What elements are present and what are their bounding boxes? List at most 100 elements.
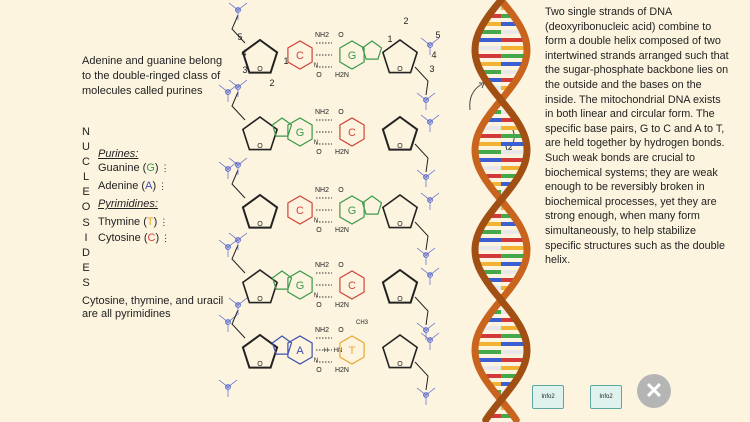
helix-base-rung xyxy=(477,134,501,138)
sugar-oxygen-label: O xyxy=(397,143,403,150)
helix-base-rung xyxy=(501,86,511,90)
phosphate-bonds xyxy=(228,232,248,250)
phosphate-bonds xyxy=(228,157,248,175)
helix-base-rung xyxy=(491,286,501,290)
base-ring xyxy=(287,335,313,365)
helix-base-rung xyxy=(479,30,501,34)
guanine-key: Guanine (G)⋮ xyxy=(98,162,170,174)
helix-base-rung xyxy=(485,278,501,282)
info-button-2[interactable]: Info2 xyxy=(590,385,622,409)
ring-five xyxy=(361,195,383,215)
ring-number: 1 xyxy=(387,34,392,44)
phosphate-bonds xyxy=(420,332,440,350)
helix-base-rung xyxy=(491,310,501,314)
purines-description: Adenine and guanine belong to the double… xyxy=(82,55,223,97)
ring-number: 4 xyxy=(431,50,436,60)
sugar-oxygen-label: O xyxy=(257,66,263,73)
sugar-oxygen-label: O xyxy=(257,221,263,228)
helix-base-rung xyxy=(479,366,501,370)
nh2-label: NH2 xyxy=(315,32,329,39)
nh2-label: NH2 xyxy=(315,109,329,116)
oxygen-label: O xyxy=(316,302,322,309)
helix-base-rung xyxy=(501,150,527,154)
helix-base-rung xyxy=(476,38,501,42)
pyrimidines-heading: Pyrimidines: xyxy=(98,198,158,210)
ring-five xyxy=(271,117,293,137)
info-button-1[interactable]: Info2 xyxy=(532,385,564,409)
nucleosides-letter: S xyxy=(82,216,90,229)
phosphate-bonds xyxy=(218,379,238,397)
nitrogen-label: N xyxy=(314,218,318,224)
helix-base-rung xyxy=(479,230,501,234)
thymine-symbol: T xyxy=(146,216,154,228)
ring-five xyxy=(241,269,279,304)
h2n-label: H2N xyxy=(335,227,349,234)
base-ring xyxy=(339,335,365,365)
oxygen-label: O xyxy=(316,149,322,156)
helix-base-rung xyxy=(501,126,521,130)
nucleosides-letter: L xyxy=(82,171,90,184)
sugar-oxygen-label: O xyxy=(397,296,403,303)
sugar-oxygen-label: O xyxy=(397,66,403,73)
base-letter: G xyxy=(296,127,305,139)
double-helix-illustration xyxy=(469,0,531,422)
helix-base-rung xyxy=(501,222,519,226)
helix-base-rung xyxy=(477,62,501,66)
cytosine-symbol: C xyxy=(147,232,156,244)
helix-base-rung xyxy=(477,334,501,338)
dna-base-pair-structure: PPCNH2OOH2NNGPPOOPPGNH2OOH2NNCPPOOPPCNH2… xyxy=(218,2,441,405)
thymine-key: Thymine (T)⋮ xyxy=(98,216,168,228)
ring-five xyxy=(381,115,419,151)
helix-base-rung xyxy=(481,326,501,330)
close-button[interactable]: ✕ xyxy=(637,374,671,408)
nucleosides-letter: E xyxy=(82,261,90,274)
helix-base-rung xyxy=(491,86,501,90)
ring-five xyxy=(381,334,419,369)
helix-base-rung xyxy=(483,374,501,378)
backbone-left xyxy=(231,14,246,44)
backbone-left xyxy=(231,91,246,121)
phosphate-bonds xyxy=(420,37,440,55)
h2n-label: H2N xyxy=(335,72,349,79)
helix-base-rung xyxy=(501,238,526,242)
helix-base-rung xyxy=(501,342,527,346)
backbone-right xyxy=(414,143,429,173)
helix-base-rung xyxy=(475,46,501,50)
phosphate-bonds xyxy=(218,84,238,102)
pyrimidines-description: Cytosine, thymine, and uracil are all py… xyxy=(82,295,224,320)
ring-five xyxy=(241,193,279,229)
helix-base-rung xyxy=(481,126,501,130)
ring-five xyxy=(381,194,419,229)
ch3-label: CH3 xyxy=(356,320,369,326)
phosphate-bonds xyxy=(416,169,436,187)
phosphate-bonds xyxy=(218,239,238,257)
helix-base-rung xyxy=(475,142,501,146)
base-letter: C xyxy=(348,127,356,139)
oxygen-label: O xyxy=(338,32,344,39)
helix-base-rung xyxy=(501,158,526,162)
backbone-right xyxy=(414,296,429,326)
helix-base-rung xyxy=(477,262,501,266)
oxygen-label: O xyxy=(338,262,344,269)
helix-base-rung xyxy=(485,78,501,82)
helix-base-rung xyxy=(501,334,525,338)
phosphate-bonds xyxy=(218,161,238,179)
helix-base-rung xyxy=(483,174,501,178)
helix-base-rung xyxy=(501,62,525,66)
ring-five xyxy=(271,335,293,355)
helix-base-rung xyxy=(485,318,501,322)
backbone-right xyxy=(414,66,429,96)
h2n-label: H2N xyxy=(335,149,349,156)
helix-base-rung xyxy=(483,22,501,26)
helix-base-rung xyxy=(501,118,517,122)
nitrogen-label: N xyxy=(314,358,318,364)
base-letter: T xyxy=(349,345,356,357)
ring-number: 3 xyxy=(242,65,247,75)
nucleosides-letter: N xyxy=(82,126,90,138)
helix-base-rung xyxy=(475,54,501,58)
ring-number: 1 xyxy=(283,56,288,66)
nitrogen-label: N xyxy=(314,63,318,69)
base-letter: A xyxy=(296,345,304,357)
adenine-symbol: A xyxy=(145,180,153,192)
base-ring xyxy=(339,40,365,70)
